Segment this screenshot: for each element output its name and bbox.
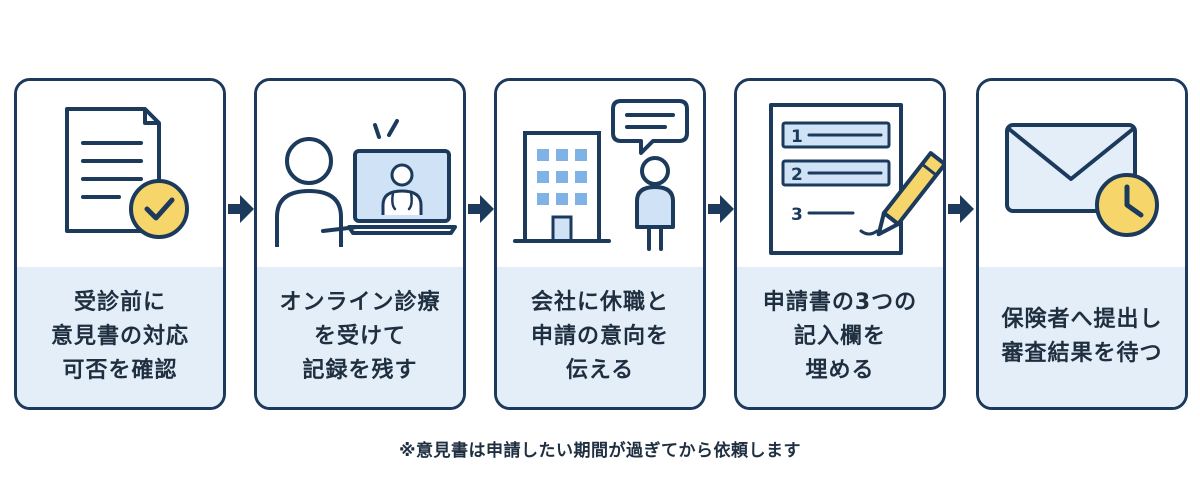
step-3-line-2: 申請の意向を [530,324,669,349]
step-2-line-1: オンライン診療 [279,290,441,315]
step-card-2: オンライン診療 を受けて 記録を残す [254,78,466,410]
step-1-text: 受診前に 意見書の対応 可否を確認 [17,267,223,407]
step-card-4: 1 2 3 申請書の3つの 記入欄を 埋める [734,78,946,410]
envelope-clock-icon [1005,123,1159,237]
step-4-line-3: 埋める [805,358,875,383]
step-2-illustration [257,81,463,267]
numbered-form-icon: 1 2 3 [769,103,943,255]
step-5-illustration [979,81,1185,267]
step-4-text: 申請書の3つの 記入欄を 埋める [737,267,943,407]
step-3-illustration [497,81,703,267]
step-3-text: 会社に休職と 申請の意向を 伝える [497,267,703,407]
step-4-line-2: 記入欄を [793,324,886,349]
process-flow: 受診前に 意見書の対応 可否を確認 オンライン診療 [14,78,1188,410]
step-2-line-3: 記録を残す [302,358,418,383]
step-1-illustration [17,81,223,267]
step-card-1: 受診前に 意見書の対応 可否を確認 [14,78,226,410]
step-3-line-3: 伝える [565,358,635,383]
document-check-icon [65,107,189,239]
step-2-text: オンライン診療 を受けて 記録を残す [257,267,463,407]
online-consultation-icon [275,119,457,247]
arrow-right-icon [228,195,254,223]
step-card-5: 保険者へ提出し 審査結果を待つ [976,78,1188,410]
form-number-1: 1 [791,127,803,147]
step-card-3: 会社に休職と 申請の意向を 伝える [494,78,706,410]
arrow-right-icon [948,195,974,223]
step-1-line-3: 可否を確認 [62,358,178,383]
step-3-line-1: 会社に休職と [530,290,669,315]
step-1-line-2: 意見書の対応 [50,324,189,349]
arrow-right-icon [708,195,734,223]
step-5-line-1: 保険者へ提出し [1001,307,1163,332]
step-1-line-1: 受診前に [73,290,166,315]
form-number-2: 2 [791,165,803,185]
footnote: ※意見書は申請したい期間が過ぎてから依頼します [398,441,802,461]
step-5-line-2: 審査結果を待つ [1001,341,1163,366]
step-5-text: 保険者へ提出し 審査結果を待つ [979,267,1185,407]
step-2-line-2: を受けて [313,324,406,349]
arrow-right-icon [468,195,494,223]
company-speech-icon [513,99,689,251]
form-number-3: 3 [791,205,803,225]
step-4-line-1: 申請書の3つの [762,290,918,315]
step-4-illustration: 1 2 3 [737,81,943,267]
